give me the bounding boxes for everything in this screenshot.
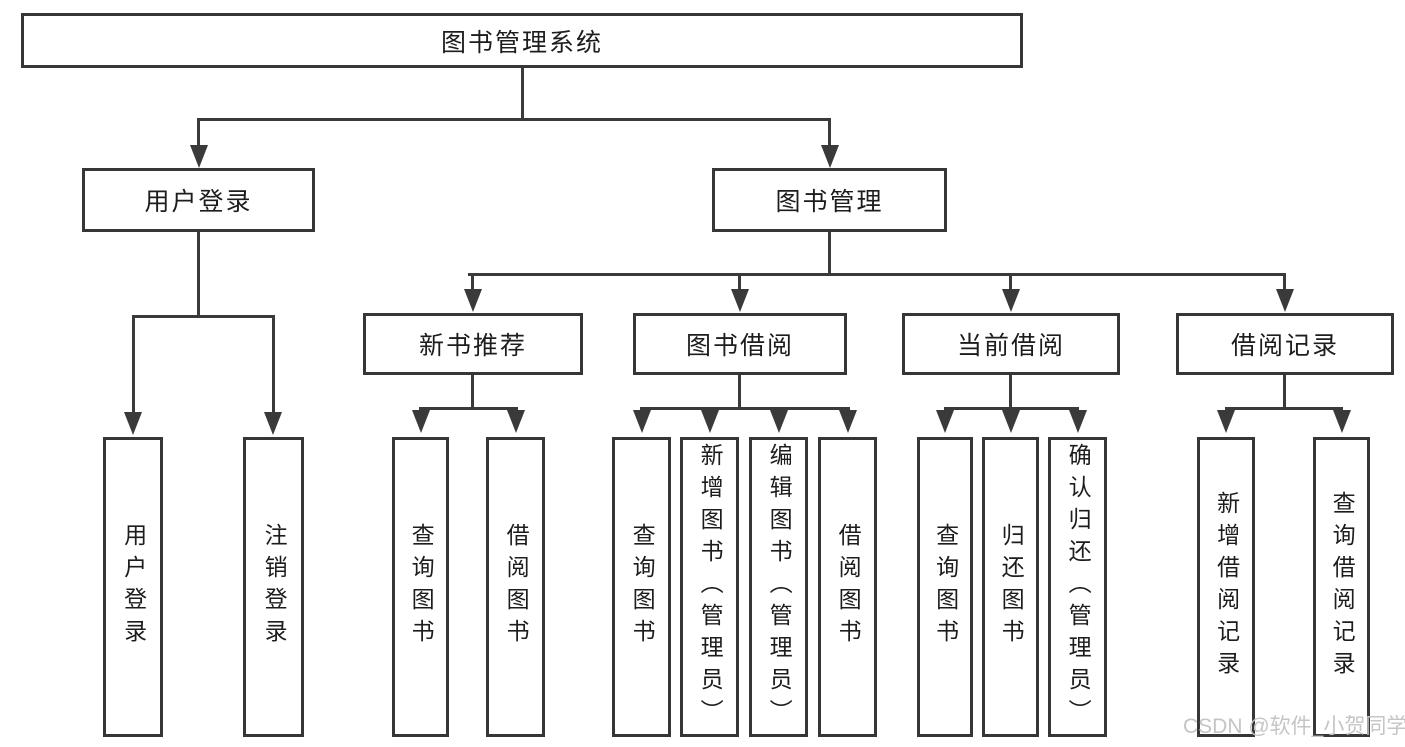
arrow-down-icon: [264, 412, 282, 435]
arrow-down-icon: [1276, 289, 1294, 312]
leaf-borrow-book-2: 借阅图书: [818, 437, 877, 737]
connector-line: [471, 375, 474, 409]
connector-line: [197, 118, 200, 148]
node-user-login-label: 用户登录: [144, 188, 253, 216]
leaf-label: 查询图书: [408, 523, 435, 651]
arrow-down-icon: [1333, 410, 1351, 433]
leaf-label: 查询图书: [932, 523, 959, 651]
leaf-label: 借阅图书: [835, 523, 862, 651]
node-new-book-recommend: 新书推荐: [363, 313, 583, 375]
node-book-management: 图书管理: [712, 168, 947, 232]
leaf-label: 查询图书: [629, 523, 656, 651]
leaf-label: 用户登录: [120, 523, 147, 651]
node-borrow-record: 借阅记录: [1176, 313, 1394, 375]
arrow-down-icon: [507, 410, 525, 433]
arrow-down-icon: [770, 410, 788, 433]
connector-line: [521, 68, 524, 120]
connector-line: [1283, 375, 1286, 409]
csdn-watermark: CSDN @软件_小贺同学: [1183, 715, 1405, 738]
node-current-borrow-label: 当前借阅: [956, 332, 1065, 360]
node-book-borrow: 图书借阅: [633, 313, 847, 375]
connector-line: [738, 375, 741, 409]
connector-line: [471, 273, 474, 291]
connector-line: [1225, 407, 1343, 410]
connector-line: [828, 232, 831, 275]
connector-line: [1009, 273, 1012, 291]
leaf-label: 新增借阅记录: [1213, 491, 1240, 683]
connector-line: [944, 407, 1079, 410]
connector-line: [640, 407, 850, 410]
node-current-borrow: 当前借阅: [902, 313, 1120, 375]
connector-line: [1009, 375, 1012, 409]
arrow-down-icon: [190, 145, 208, 168]
node-user-login: 用户登录: [82, 168, 315, 232]
arrow-down-icon: [412, 410, 430, 433]
arrow-down-icon: [821, 145, 839, 168]
arrow-down-icon: [731, 289, 749, 312]
node-root-label: 图书管理系统: [440, 28, 603, 57]
connector-line: [197, 232, 200, 317]
arrow-down-icon: [1069, 410, 1087, 433]
connector-line: [468, 273, 1286, 276]
leaf-borrow-book-1: 借阅图书: [486, 437, 545, 737]
connector-line: [828, 118, 831, 148]
node-root: 图书管理系统: [21, 13, 1023, 68]
leaf-return-book: 归还图书: [982, 437, 1039, 737]
arrow-down-icon: [936, 410, 954, 433]
node-new-book-recommend-label: 新书推荐: [418, 332, 527, 360]
connector-line: [132, 315, 135, 415]
arrow-down-icon: [1217, 410, 1235, 433]
leaf-label: 借阅图书: [503, 523, 530, 651]
leaf-query-book-3: 查询图书: [917, 437, 973, 737]
node-book-management-label: 图书管理: [775, 188, 884, 216]
leaf-label: 编辑图书（管理员）: [766, 443, 793, 731]
leaf-query-book-2: 查询图书: [612, 437, 671, 737]
arrow-down-icon: [1002, 410, 1020, 433]
node-book-borrow-label: 图书借阅: [685, 332, 794, 360]
leaf-label: 确认归还（管理员）: [1065, 443, 1092, 731]
leaf-query-book-1: 查询图书: [392, 437, 449, 737]
leaf-user-login: 用户登录: [103, 437, 163, 737]
connector-line: [197, 118, 831, 121]
leaf-edit-book-admin: 编辑图书（管理员）: [749, 437, 808, 737]
arrow-down-icon: [464, 289, 482, 312]
leaf-add-borrow-record: 新增借阅记录: [1197, 437, 1255, 737]
leaf-label: 查询借阅记录: [1329, 491, 1356, 683]
connector-line: [272, 315, 275, 415]
connector-line: [738, 273, 741, 291]
connector-line: [419, 407, 518, 410]
arrow-down-icon: [701, 410, 719, 433]
leaf-query-borrow-record: 查询借阅记录: [1313, 437, 1370, 737]
arrow-down-icon: [633, 410, 651, 433]
arrow-down-icon: [124, 412, 142, 435]
leaf-label: 归还图书: [998, 523, 1025, 651]
connector-line: [1283, 273, 1286, 291]
leaf-logout: 注销登录: [243, 437, 304, 737]
connector-line: [132, 315, 275, 318]
leaf-label: 新增图书（管理员）: [697, 443, 724, 731]
leaf-add-book-admin: 新增图书（管理员）: [680, 437, 739, 737]
leaf-confirm-return-admin: 确认归还（管理员）: [1048, 437, 1107, 737]
leaf-label: 注销登录: [261, 523, 288, 651]
node-borrow-record-label: 借阅记录: [1230, 332, 1339, 360]
arrow-down-icon: [1002, 289, 1020, 312]
arrow-down-icon: [839, 410, 857, 433]
